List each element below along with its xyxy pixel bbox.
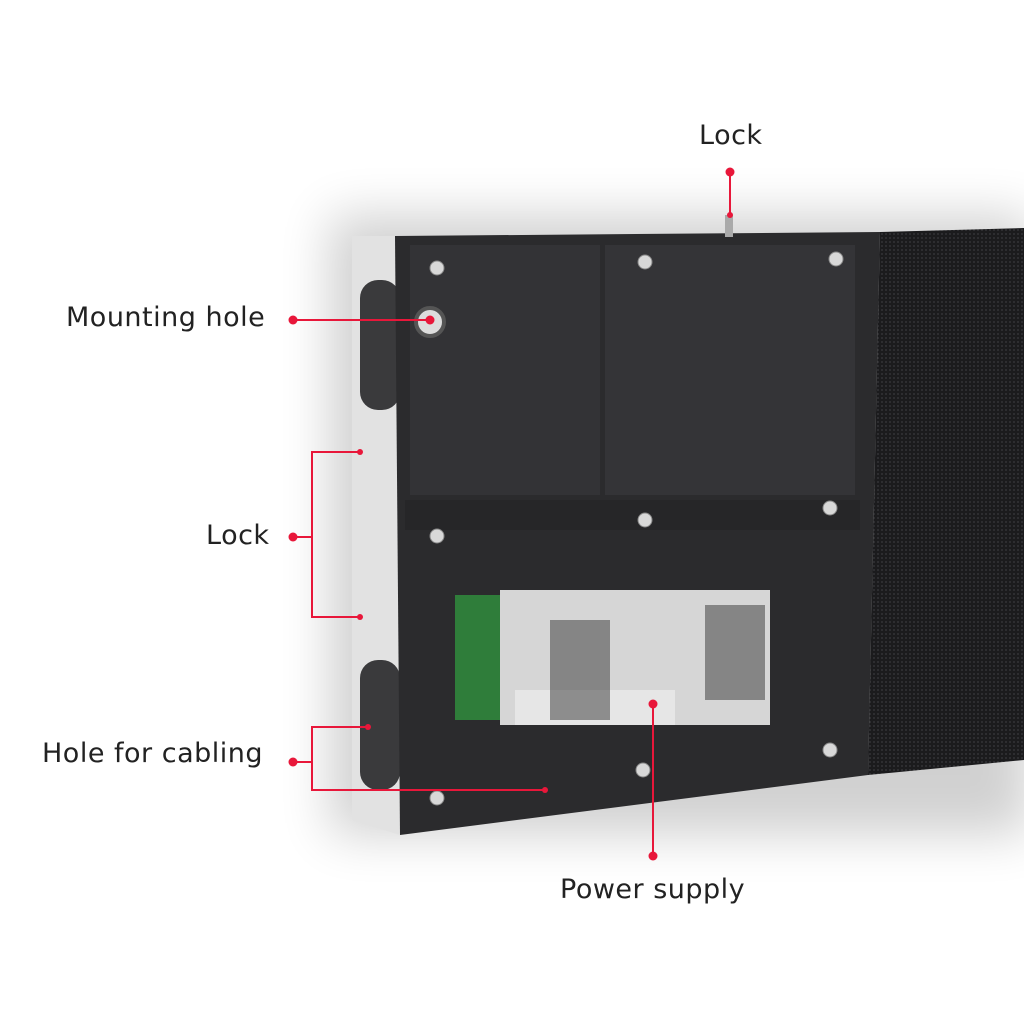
led-module [868, 228, 1024, 775]
callout-dots [288, 167, 735, 861]
label-power-supply: Power supply [560, 874, 746, 905]
label-mounting-hole: Mounting hole [66, 302, 266, 333]
label-lock-top: Lock [699, 120, 763, 151]
callout-lines [293, 172, 731, 856]
screws [429, 251, 844, 806]
label-lock-side: Lock [206, 520, 270, 551]
power-supply-unit [455, 590, 770, 725]
label-hole-for-cabling: Hole for cabling [42, 738, 264, 769]
